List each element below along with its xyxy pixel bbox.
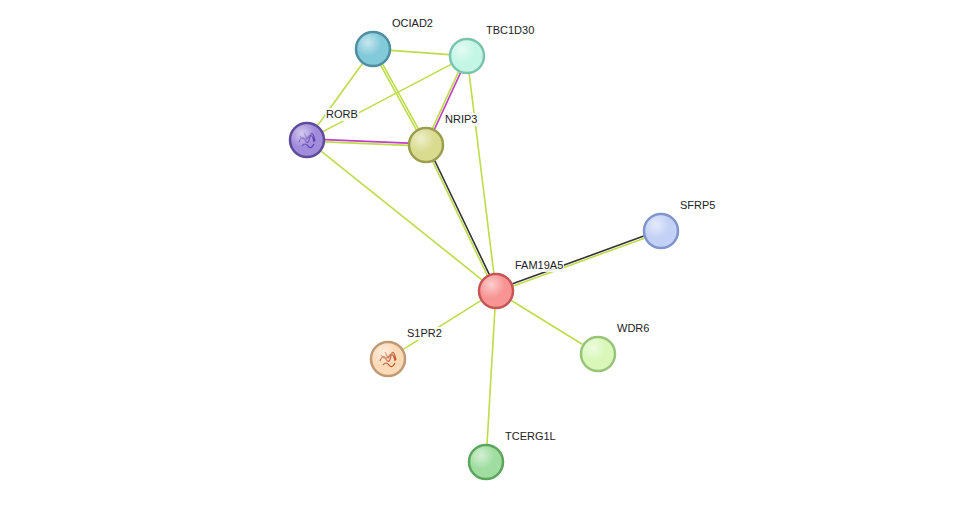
interaction-edge <box>381 64 419 130</box>
node-circle <box>370 341 406 377</box>
protein-node: TBC1D30 <box>449 38 485 74</box>
interaction-edge <box>433 161 489 275</box>
edge-stroke <box>325 142 408 145</box>
edge-stroke <box>469 74 494 273</box>
protein-node: SFRP5 <box>643 213 679 249</box>
protein-node: NRIP3 <box>408 127 444 163</box>
interaction-edge <box>325 140 408 146</box>
protein-node: TCERG1L <box>468 444 504 480</box>
node-circle <box>449 38 485 74</box>
protein-node: OCIAD2 <box>355 31 391 67</box>
edge-stroke <box>433 162 487 276</box>
node-label: RORB <box>325 108 359 121</box>
protein-node: FAM19A5 <box>478 273 514 309</box>
node-label: NRIP3 <box>444 113 478 126</box>
node-circle <box>355 31 391 67</box>
edge-stroke <box>511 300 582 344</box>
node-label: S1PR2 <box>406 327 443 340</box>
node-label: FAM19A5 <box>514 259 564 272</box>
interaction-edge <box>318 64 363 126</box>
node-label: WDR6 <box>616 322 650 335</box>
edge-stroke <box>318 64 363 126</box>
edge-stroke <box>513 238 644 286</box>
edge-stroke <box>323 64 451 131</box>
node-circle <box>289 122 325 158</box>
edge-stroke <box>391 50 449 54</box>
protein-node: RORB <box>289 122 325 158</box>
node-circle <box>643 213 679 249</box>
node-circle <box>580 336 616 372</box>
interaction-edge <box>403 301 481 350</box>
edge-stroke <box>381 65 417 129</box>
interaction-edge <box>391 50 449 54</box>
protein-node: S1PR2 <box>370 341 406 377</box>
node-circle <box>478 273 514 309</box>
node-label: SFRP5 <box>679 199 716 212</box>
edge-stroke <box>513 236 644 284</box>
edge-stroke <box>435 161 489 275</box>
node-label: TCERG1L <box>504 430 557 443</box>
interaction-edge <box>323 64 451 131</box>
node-label: OCIAD2 <box>391 17 434 30</box>
interaction-edge <box>511 300 582 344</box>
edge-stroke <box>383 64 419 128</box>
interaction-edge <box>513 236 645 286</box>
protein-node: WDR6 <box>580 336 616 372</box>
node-circle <box>468 444 504 480</box>
node-circle <box>408 127 444 163</box>
edge-stroke <box>487 309 495 444</box>
interaction-edge <box>487 309 495 444</box>
node-label: TBC1D30 <box>485 24 535 37</box>
edge-stroke <box>403 301 481 350</box>
interaction-edge <box>469 74 494 273</box>
